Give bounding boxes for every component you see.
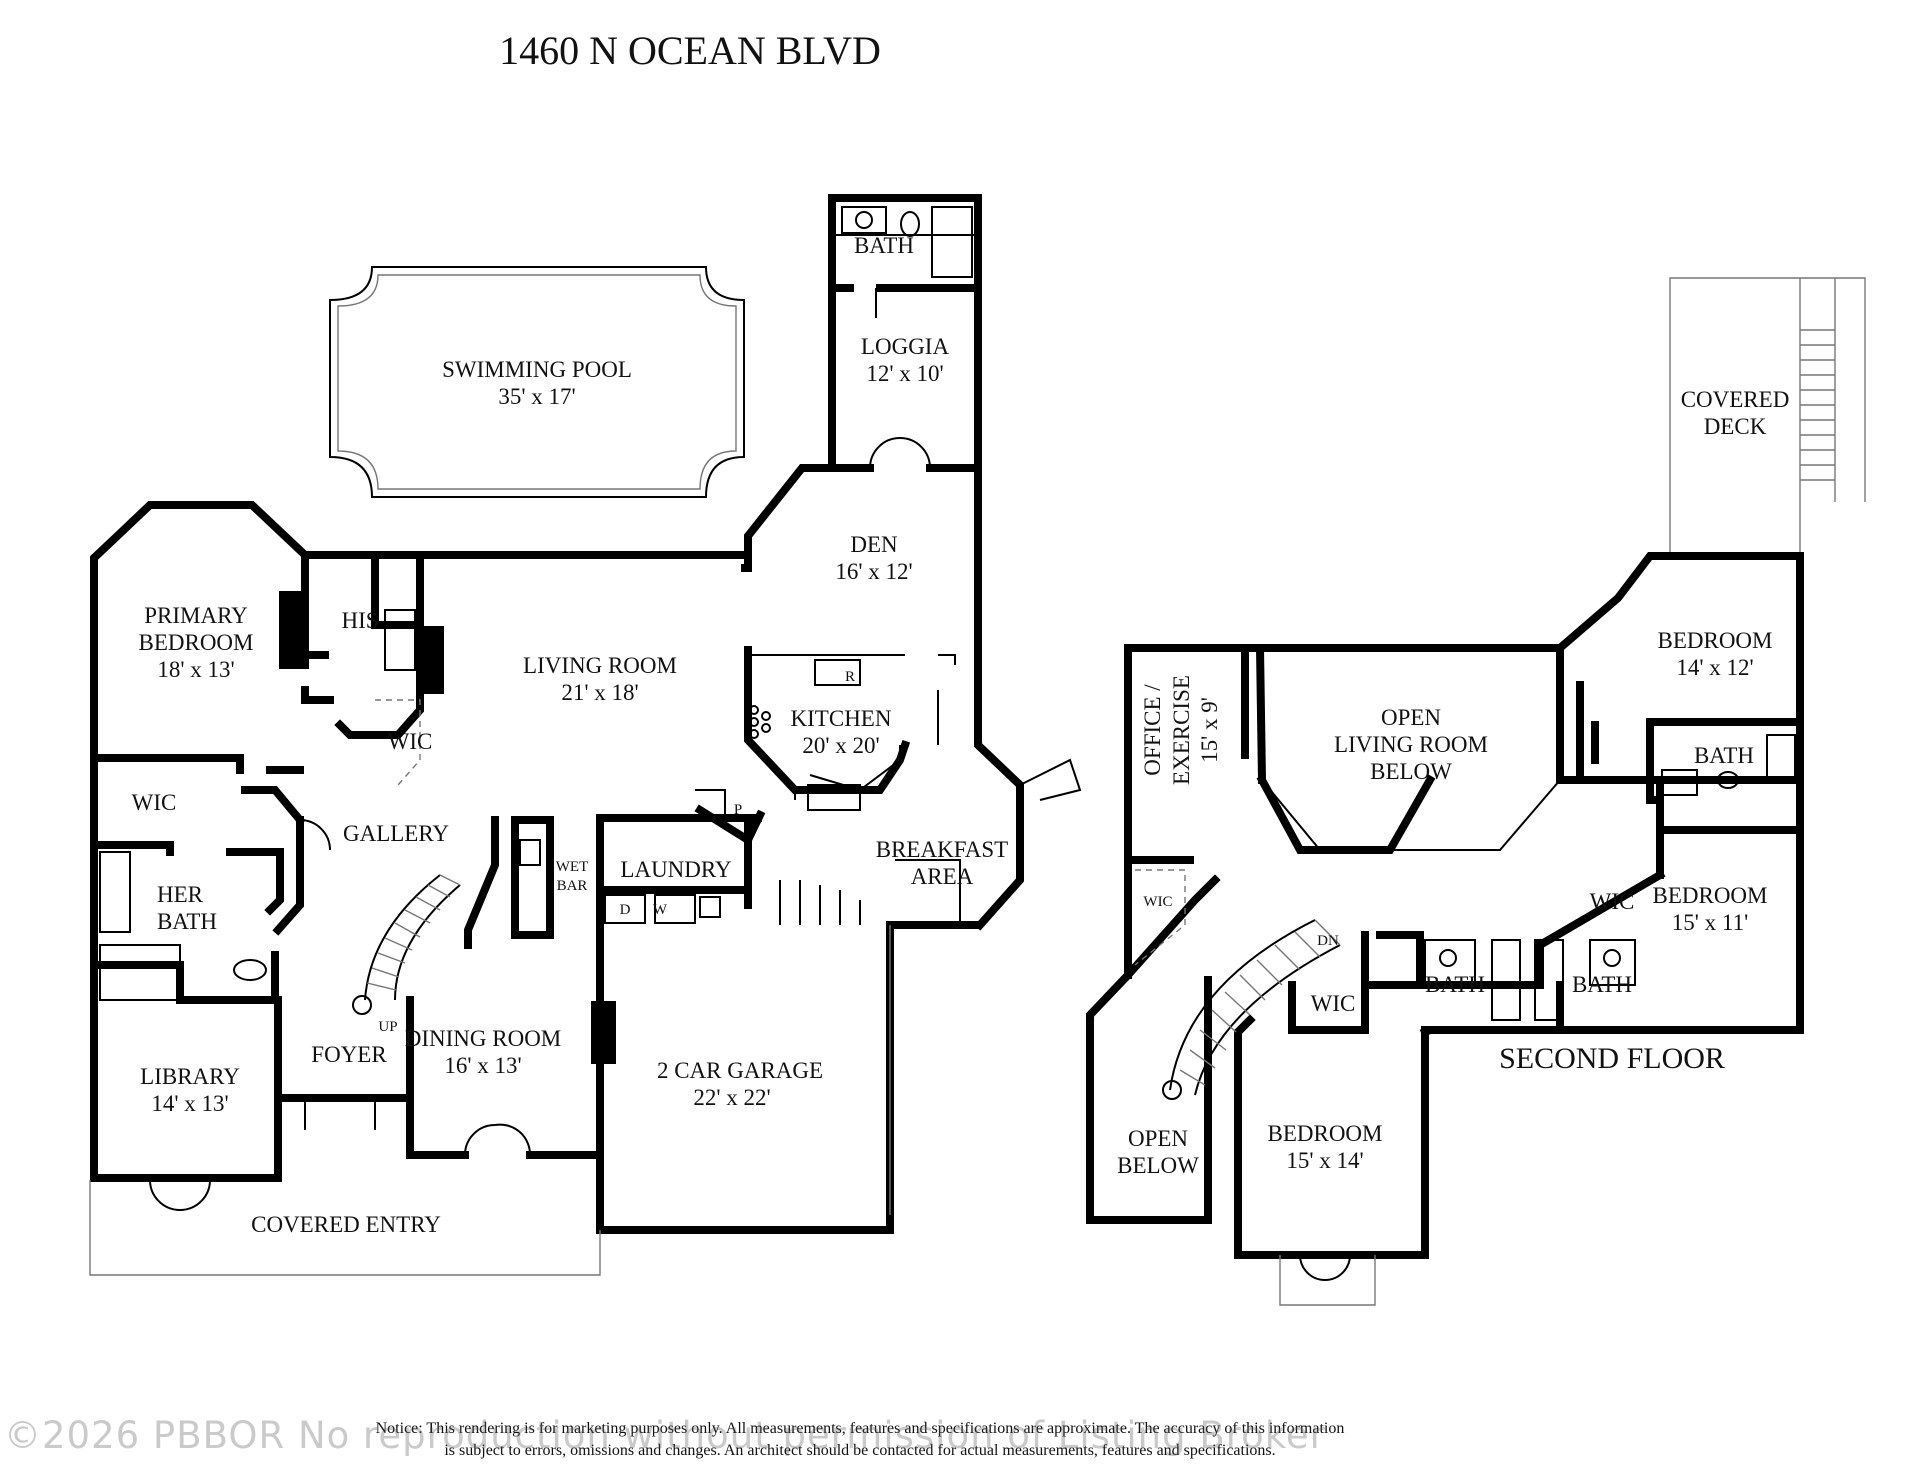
- room-size: 18' x 13': [157, 657, 234, 682]
- room-size: 12' x 10': [866, 361, 943, 386]
- room-name: LIVING ROOM: [1334, 732, 1488, 757]
- room-name: GALLERY: [343, 821, 449, 846]
- room-name: HER: [157, 882, 204, 907]
- fixture-label: D: [620, 902, 631, 918]
- covered-deck-outline: [1669, 277, 1866, 556]
- room-name: 2 CAR GARAGE: [657, 1058, 823, 1083]
- floor-label: SECOND FLOOR: [1499, 1042, 1725, 1075]
- room-size: 15' x 9': [1197, 697, 1222, 763]
- fixture-label: P: [734, 802, 742, 818]
- second-floor-labels: COVERED DECK BEDROOM 14' x 12' BATH OFFI…: [1117, 387, 1789, 1178]
- notice-line-1: Notice: This rendering is for marketing …: [376, 1420, 1345, 1437]
- room-name: OPEN: [1381, 705, 1441, 730]
- room-name: KITCHEN: [791, 706, 892, 731]
- room-name: HIS: [341, 608, 378, 633]
- room-name: BEDROOM: [138, 630, 253, 655]
- notice-line-2: is subject to errors, omissions and chan…: [444, 1442, 1275, 1459]
- covered-entry-outline: [89, 1180, 601, 1276]
- room-name: AREA: [911, 864, 974, 889]
- room-size: 20' x 20': [802, 733, 879, 758]
- room-name: BEDROOM: [1267, 1121, 1382, 1146]
- room-name: BEDROOM: [1652, 883, 1767, 908]
- room-name: WIC: [1143, 894, 1172, 910]
- room-name: DEN: [850, 532, 898, 557]
- room-name: WIC: [1311, 991, 1356, 1016]
- room-name: EXERCISE: [1169, 675, 1194, 785]
- room-name: WIC: [388, 729, 433, 754]
- room-size: 15' x 14': [1286, 1148, 1363, 1173]
- fixture-label: DN: [1317, 933, 1339, 949]
- plan-title: 1460 N OCEAN BLVD: [499, 28, 881, 73]
- room-size: 21' x 18': [561, 680, 638, 705]
- room-name: LIVING ROOM: [523, 653, 677, 678]
- first-floor-labels: SWIMMING POOL 35' x 17' LOGGIA 12' x 10'…: [132, 233, 1009, 1237]
- room-name: WET: [556, 859, 588, 875]
- room-name: BATH: [157, 909, 217, 934]
- room-name: BATH: [1572, 972, 1632, 997]
- room-name: BELOW: [1370, 759, 1452, 784]
- garage-walls: [596, 814, 894, 1234]
- room-name: BATH: [854, 233, 914, 258]
- room-name: OFFICE /: [1140, 684, 1165, 776]
- room-name: LIBRARY: [140, 1064, 240, 1089]
- room-name: WIC: [132, 790, 177, 815]
- watermark: ©2026 PBBOR No reproduction without perm…: [4, 1414, 1326, 1457]
- room-size: 16' x 12': [835, 559, 912, 584]
- first-floor-outer-walls: [90, 464, 982, 1234]
- room-name: LAUNDRY: [620, 857, 732, 882]
- fixture-label: R: [845, 669, 855, 685]
- room-size: 35' x 17': [498, 384, 575, 409]
- room-name: BAR: [557, 878, 588, 894]
- room-name: COVERED ENTRY: [251, 1212, 441, 1237]
- open-living-room-outline: [1261, 648, 1561, 851]
- room-name: BREAKFAST: [876, 837, 1009, 862]
- room-size: 15' x 11': [1672, 910, 1748, 935]
- room-name: WIC: [1590, 889, 1635, 914]
- room-name: BEDROOM: [1657, 628, 1772, 653]
- bath-top-walls: [828, 194, 982, 292]
- fixture-label: UP: [378, 1019, 397, 1035]
- room-size: 16' x 13': [444, 1053, 521, 1078]
- second-floor-outer-walls: [1086, 552, 1804, 1259]
- second-floor: [1086, 277, 1866, 1306]
- pool-inner-outline: [337, 274, 737, 490]
- room-name: COVERED: [1681, 387, 1790, 412]
- room-name: BATH: [1694, 743, 1754, 768]
- room-name: BELOW: [1117, 1153, 1199, 1178]
- pool-outline: [329, 266, 745, 498]
- room-name: DECK: [1704, 414, 1767, 439]
- room-size: 22' x 22': [693, 1085, 770, 1110]
- room-size: 14' x 13': [151, 1091, 228, 1116]
- room-name: OPEN: [1128, 1126, 1188, 1151]
- first-floor: [89, 194, 1082, 1276]
- room-name: LOGGIA: [861, 334, 950, 359]
- room-size: 14' x 12': [1676, 655, 1753, 680]
- room-name: FOYER: [311, 1042, 387, 1067]
- room-name: DINING ROOM: [405, 1026, 562, 1051]
- room-name: SWIMMING POOL: [442, 357, 632, 382]
- room-name: PRIMARY: [144, 603, 248, 628]
- fixture-label: W: [653, 902, 668, 918]
- room-name: BATH: [1425, 972, 1485, 997]
